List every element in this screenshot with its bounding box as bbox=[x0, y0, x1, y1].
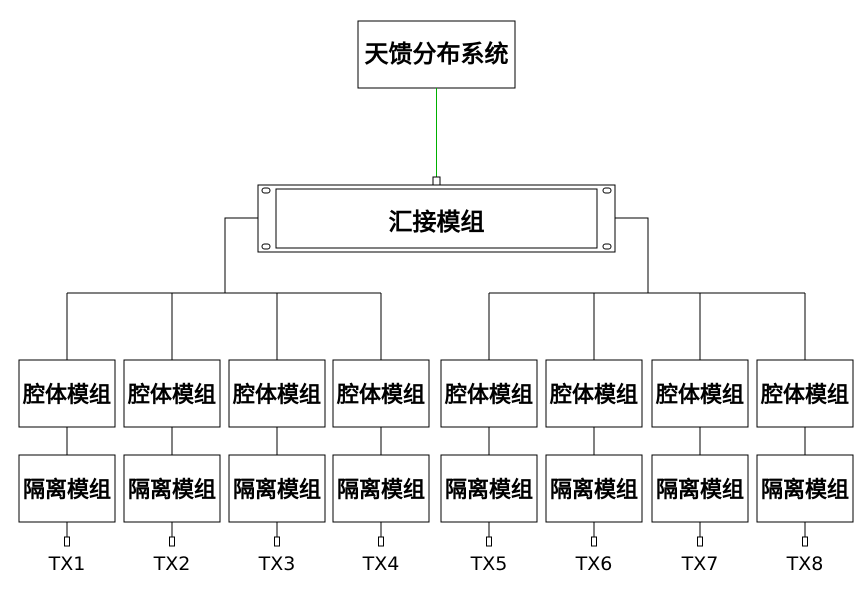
combiner-module: 汇接模组 bbox=[257, 184, 616, 253]
combiner-label: 汇接模组 bbox=[389, 208, 485, 236]
isolator-module-label: 隔离模组 bbox=[337, 477, 425, 503]
cavity-module-box bbox=[756, 359, 854, 428]
module-columns: 腔体模组隔离模组TX1腔体模组隔离模组TX2腔体模组隔离模组TX3腔体模组隔离模… bbox=[18, 293, 854, 575]
cavity-module-box bbox=[123, 359, 221, 428]
output-connector bbox=[378, 536, 384, 547]
antenna-system-label: 天馈分布系统 bbox=[365, 40, 509, 68]
isolator-module-label: 隔离模组 bbox=[128, 477, 216, 503]
cavity-module-label: 腔体模组 bbox=[444, 382, 533, 408]
isolator-module-box bbox=[651, 454, 749, 523]
cavity-module-box bbox=[545, 359, 643, 428]
output-connector bbox=[169, 536, 175, 547]
tx-port-label: TX3 bbox=[258, 553, 296, 575]
isolator-module-box bbox=[228, 454, 326, 523]
branch-lines bbox=[67, 217, 805, 294]
tx-port-label: TX7 bbox=[681, 553, 719, 575]
isolator-module-box bbox=[18, 454, 116, 523]
isolator-module-box bbox=[123, 454, 221, 523]
isolator-module-label: 隔离模组 bbox=[656, 477, 744, 503]
output-connector bbox=[802, 536, 808, 547]
cavity-module-box bbox=[440, 359, 538, 428]
cavity-module-label: 腔体模组 bbox=[336, 382, 425, 408]
output-connector bbox=[64, 536, 70, 547]
isolator-module-box bbox=[756, 454, 854, 523]
cavity-module-label: 腔体模组 bbox=[232, 382, 321, 408]
cavity-module-box bbox=[228, 359, 326, 428]
rack-mount-slot bbox=[261, 187, 271, 194]
isolator-module-label: 隔离模组 bbox=[233, 477, 321, 503]
cavity-module-label: 腔体模组 bbox=[549, 382, 638, 408]
isolator-module-label: 隔离模组 bbox=[550, 477, 638, 503]
isolator-module-label: 隔离模组 bbox=[23, 477, 111, 503]
isolator-module-box bbox=[545, 454, 643, 523]
rack-mount-slot bbox=[261, 243, 271, 250]
tx-port-label: TX2 bbox=[153, 553, 191, 575]
rack-mount-slot bbox=[602, 187, 612, 194]
output-connector bbox=[591, 536, 597, 547]
cavity-module-label: 腔体模组 bbox=[655, 382, 744, 408]
cavity-module-label: 腔体模组 bbox=[127, 382, 216, 408]
tx-port-label: TX6 bbox=[575, 553, 613, 575]
tx-port-label: TX1 bbox=[48, 553, 86, 575]
rack-mount-slot bbox=[602, 243, 612, 250]
cavity-module-box bbox=[18, 359, 116, 428]
isolator-module-box bbox=[332, 454, 430, 523]
output-connector bbox=[486, 536, 492, 547]
antenna-system-box bbox=[357, 20, 516, 89]
isolator-module-label: 隔离模组 bbox=[761, 477, 849, 503]
tx-port-label: TX4 bbox=[362, 553, 400, 575]
cavity-module-box bbox=[332, 359, 430, 428]
output-connector bbox=[274, 536, 280, 547]
feed-connector bbox=[432, 176, 441, 186]
tx-port-label: TX8 bbox=[786, 553, 824, 575]
output-connector bbox=[697, 536, 703, 547]
isolator-module-label: 隔离模组 bbox=[445, 477, 533, 503]
cavity-module-label: 腔体模组 bbox=[22, 382, 111, 408]
tx-port-label: TX5 bbox=[470, 553, 508, 575]
cavity-module-label: 腔体模组 bbox=[760, 382, 849, 408]
isolator-module-box bbox=[440, 454, 538, 523]
cavity-module-box bbox=[651, 359, 749, 428]
